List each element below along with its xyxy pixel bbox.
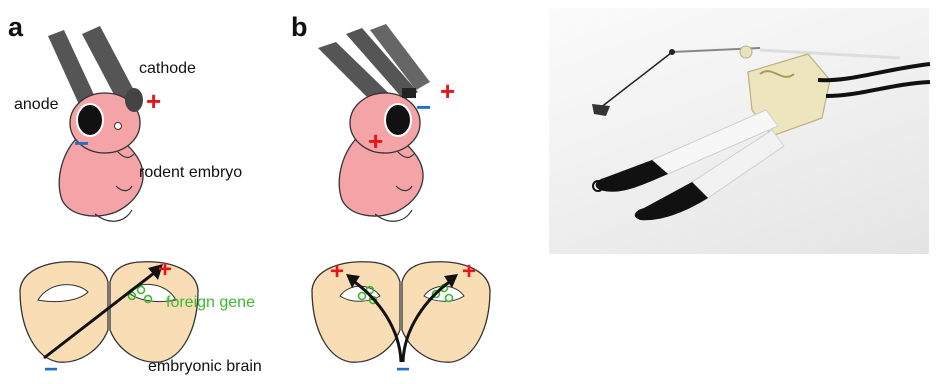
panel-a-embryo-diagram [48, 26, 143, 221]
panel-b-embryo-diagram [318, 24, 430, 221]
anode-minus-sign: − [74, 128, 89, 159]
label-embryonic-brain: embryonic brain [148, 358, 262, 376]
electrode-tip-upper [596, 160, 668, 192]
cable-upper [818, 64, 930, 80]
brain-b-left-plus-sign: + [330, 258, 344, 286]
cable-lower [826, 82, 930, 96]
label-foreign-gene: foreign gene [166, 294, 255, 312]
electrode-disc-b [385, 104, 411, 136]
brain-b-minus-sign: − [396, 356, 410, 384]
label-anode: anode [14, 96, 59, 114]
embryo-eye [115, 123, 122, 130]
electrode-tip-lower [635, 182, 708, 220]
label-rodent-embryo: rodent embryo [139, 164, 242, 182]
label-cathode: cathode [139, 60, 196, 78]
rod-knob [740, 46, 752, 58]
brain-a-minus-sign: − [44, 356, 58, 384]
probe-wire [600, 53, 671, 108]
brain-left-hemisphere [20, 262, 108, 362]
electrode-top-b [402, 88, 416, 98]
panel-c-tweezer-electrode [592, 46, 930, 220]
b-top-minus-sign: − [416, 92, 431, 123]
brain-a-plus-sign: + [158, 256, 172, 284]
back-rod [760, 50, 900, 58]
b-top-plus-sign: + [440, 76, 455, 107]
probe-tip [592, 104, 610, 116]
b-side-plus-sign: + [368, 126, 383, 157]
brain-b-right-plus-sign: + [462, 258, 476, 286]
cathode-plus-sign: + [146, 86, 161, 117]
cathode-disc [125, 88, 143, 112]
